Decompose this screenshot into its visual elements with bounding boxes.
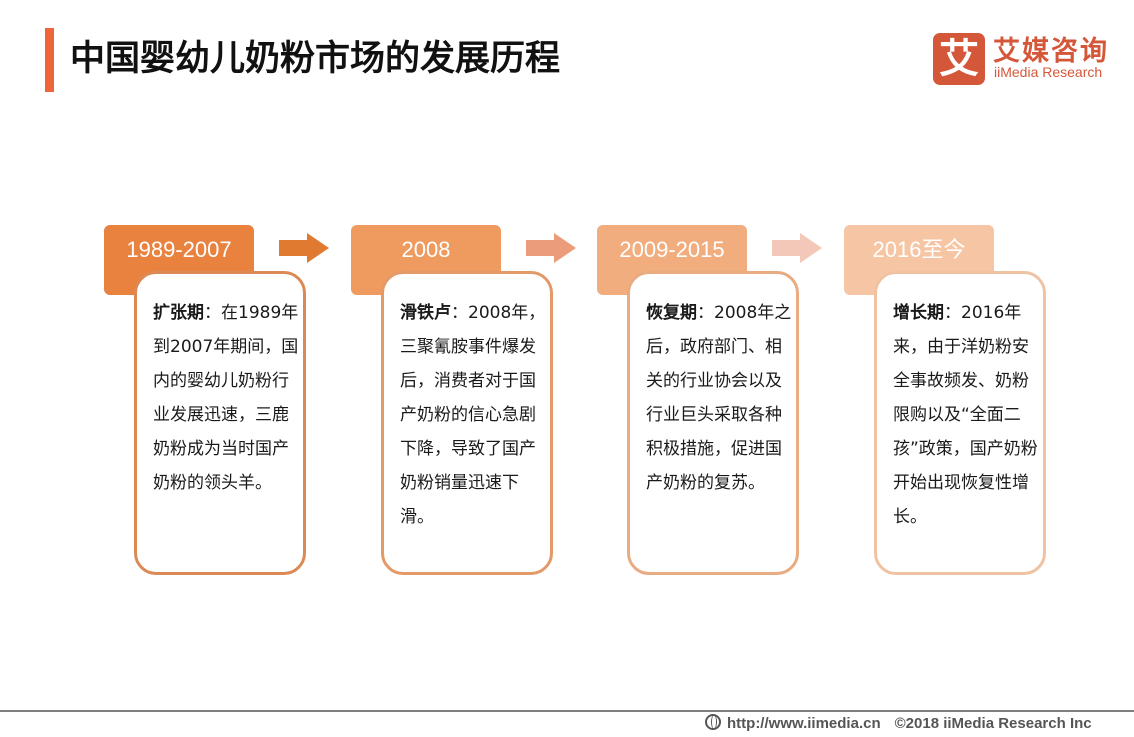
stage-description: 增长期：2016年来，由于洋奶粉安全事故频发、奶粉限购以及“全面二孩”政策，国产… [893, 303, 1038, 527]
stage-card: 增长期：2016年来，由于洋奶粉安全事故频发、奶粉限购以及“全面二孩”政策，国产… [874, 271, 1046, 575]
title-accent-bar [45, 28, 54, 92]
iimedia-logo: 艾 艾媒咨询 iiMedia Research [933, 33, 1113, 85]
arrow-right-icon [526, 233, 576, 263]
stage-description: 扩张期：在1989年到2007年期间，国内的婴幼儿奶粉行业发展迅速，三鹿奶粉成为… [153, 303, 299, 493]
logo-mark-icon: 艾 [933, 33, 985, 85]
arrow-right-icon [279, 233, 329, 263]
logo-english-name: iiMedia Research [994, 64, 1103, 80]
page-title: 中国婴幼儿奶粉市场的发展历程 [70, 39, 561, 79]
footer-url[interactable]: http://www.iimedia.cn [727, 715, 881, 732]
stage-description: 滑铁卢：2008年，三聚氰胺事件爆发后，消费者对于国产奶粉的信心急剧下降，导致了… [400, 303, 546, 527]
stage-card: 滑铁卢：2008年，三聚氰胺事件爆发后，消费者对于国产奶粉的信心急剧下降，导致了… [381, 271, 553, 575]
footer-divider [0, 710, 1134, 712]
stage-label: 恢复期 [646, 303, 697, 323]
stage-label: 滑铁卢 [400, 303, 451, 323]
stage-label: 增长期 [893, 303, 944, 323]
footer: http://www.iimedia.cn ©2018 iiMedia Resea… [705, 714, 1106, 732]
footer-copyright: ©2018 iiMedia Research Inc [894, 715, 1092, 732]
stage-label: 扩张期 [153, 303, 204, 323]
stage-card: 恢复期：2008年之后，政府部门、相关的行业协会以及行业巨头采取各种积极措施，促… [627, 271, 799, 575]
logo-chinese-name: 艾媒咨询 [993, 36, 1109, 67]
stage-description: 恢复期：2008年之后，政府部门、相关的行业协会以及行业巨头采取各种积极措施，促… [646, 303, 792, 493]
stage-card: 扩张期：在1989年到2007年期间，国内的婴幼儿奶粉行业发展迅速，三鹿奶粉成为… [134, 271, 306, 575]
globe-icon [705, 714, 721, 730]
arrow-right-icon [772, 233, 822, 263]
